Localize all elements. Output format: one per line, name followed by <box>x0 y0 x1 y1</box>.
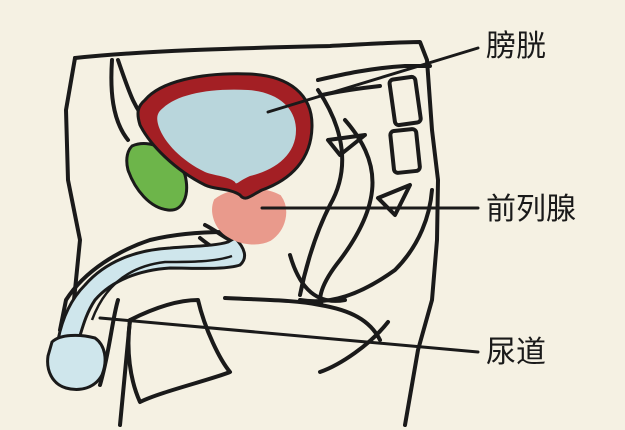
vertebra-2 <box>388 127 422 175</box>
buttock-curve <box>318 320 390 374</box>
glans <box>46 333 107 391</box>
urethra-label: 尿道 <box>486 335 546 370</box>
prostate-label: 前列腺 <box>486 192 576 227</box>
leader-urethra <box>98 316 480 354</box>
body-left-outline <box>64 56 82 302</box>
vertebra-1 <box>387 74 423 128</box>
coccyx <box>376 183 412 217</box>
thigh-line <box>118 318 132 427</box>
penis-upper <box>58 230 227 332</box>
body-outline <box>73 40 440 427</box>
peritoneum-fold <box>109 58 130 142</box>
rectum-inner <box>318 118 375 307</box>
coccyx-tail <box>326 133 367 157</box>
bladder-label: 膀胱 <box>486 29 546 64</box>
rectum-outer <box>298 88 345 297</box>
sacrum-line <box>316 64 432 82</box>
scrotum <box>126 298 232 404</box>
perineum-line <box>223 296 382 342</box>
urethra-tube <box>56 236 247 344</box>
leader-bladder <box>266 46 480 114</box>
urethra-inner <box>90 254 233 321</box>
bladder-lumen <box>157 89 296 184</box>
seminal-vesicle-2 <box>203 223 232 242</box>
anal-curve <box>288 253 347 303</box>
